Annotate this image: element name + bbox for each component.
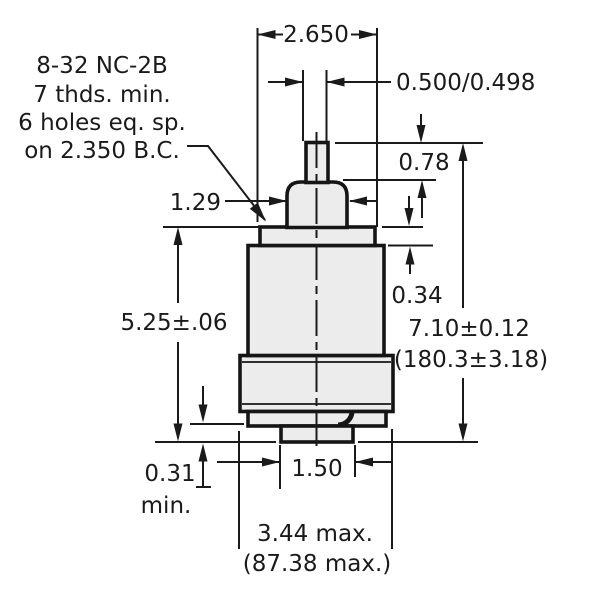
dim-bottom-stud-len-qual-label: min. xyxy=(141,493,192,519)
dim-bottom-stud-len-label: 0.31 xyxy=(144,461,195,487)
dim-dome-dia-label: 1.29 xyxy=(170,190,221,216)
arrow-down-right-icon xyxy=(249,202,266,222)
dim-overall-height: 7.10±0.12 (180.3±3.18) xyxy=(394,143,548,442)
arrow-up-icon xyxy=(417,180,427,198)
arrow-up-icon xyxy=(405,246,415,265)
dim-bottom-stud-width: 1.50 xyxy=(217,445,392,489)
leader-line xyxy=(187,145,266,221)
dim-flange-thk: 0.34 xyxy=(382,196,443,309)
arrow-up-icon xyxy=(458,143,468,161)
arrow-up-icon xyxy=(198,443,208,462)
arrow-right-icon xyxy=(269,196,287,206)
arrow-up-icon xyxy=(173,227,183,245)
bolt-circle-leader xyxy=(187,145,266,222)
bottom-notch-arc xyxy=(337,410,355,428)
note-block: 8-32 NC-2B 7 thds. min. 6 holes eq. sp. … xyxy=(18,53,186,164)
arrow-right-icon xyxy=(359,30,377,39)
dim-flange-thk-label: 0.34 xyxy=(391,283,442,309)
arrow-right-icon xyxy=(285,77,303,87)
dim-overall-height-mm-label: (180.3±3.18) xyxy=(394,347,548,373)
dim-max-dia-label: 3.44 max. xyxy=(257,521,373,547)
dim-stud-height-label: 0.78 xyxy=(398,150,449,176)
arrow-down-icon xyxy=(198,404,208,423)
arrow-left-icon xyxy=(349,196,367,206)
arrow-down-icon xyxy=(416,125,426,143)
dim-dome-dia: 1.29 xyxy=(170,190,377,216)
dim-overall-height-label: 7.10±0.12 xyxy=(408,316,530,342)
note-bolt-circle: on 2.350 B.C. xyxy=(24,138,180,164)
note-holes: 6 holes eq. sp. xyxy=(18,110,186,136)
dim-flange-width: 2.650 xyxy=(256,22,378,227)
dim-max-dia-mm-label: (87.38 max.) xyxy=(243,551,392,577)
dim-bottom-stud-width-label: 1.50 xyxy=(291,456,342,482)
arrow-down-icon xyxy=(404,208,414,226)
arrow-left-icon xyxy=(257,30,276,39)
dim-stud-dia: 0.500/0.498 xyxy=(268,70,535,141)
dim-flange-width-label: 2.650 xyxy=(283,22,349,48)
note-thread-depth: 7 thds. min. xyxy=(33,82,170,108)
dim-bottom-stud-len: 0.31 min. xyxy=(141,386,244,519)
device-outline xyxy=(238,132,395,446)
dim-body-height-label: 5.25±.06 xyxy=(120,310,227,336)
arrow-left-icon xyxy=(355,457,373,467)
dim-stud-height: 0.78 xyxy=(335,114,483,218)
arrow-right-icon xyxy=(262,457,280,467)
dim-stud-dia-label: 0.500/0.498 xyxy=(396,70,535,96)
arrow-down-icon xyxy=(173,423,183,442)
arrow-down-icon xyxy=(458,423,468,442)
note-thread-spec: 8-32 NC-2B xyxy=(36,53,168,79)
dim-body-height: 5.25±.06 xyxy=(120,226,260,442)
arrow-left-icon xyxy=(326,77,345,87)
dim-max-dia: 3.44 max. (87.38 max.) xyxy=(238,429,393,577)
